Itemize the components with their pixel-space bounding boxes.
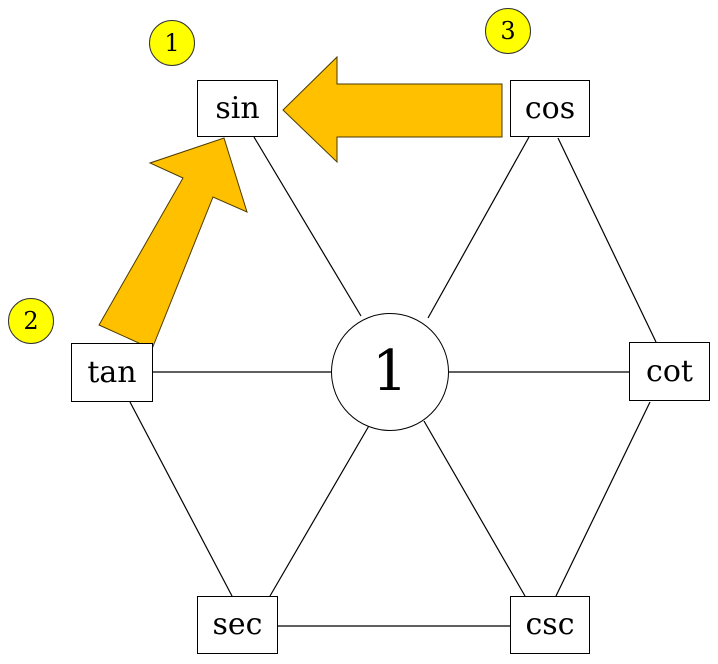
edge-tan-sec <box>129 401 233 597</box>
spoke-csc <box>423 420 526 597</box>
center-label: 1 <box>372 339 408 404</box>
edge-csc-cot <box>555 401 651 597</box>
step-badge-1-label: 1 <box>164 29 180 57</box>
spoke-sec <box>269 423 371 597</box>
node-cot: cot <box>629 342 710 401</box>
node-csc-label: csc <box>525 607 575 642</box>
center-one-circle: 1 <box>331 313 449 431</box>
node-tan: tan <box>71 343 153 402</box>
arrow-cos-to-sin <box>282 55 503 164</box>
node-sec: sec <box>197 596 278 654</box>
node-sin: sin <box>197 80 278 137</box>
spoke-sin <box>253 136 362 317</box>
node-sec-label: sec <box>212 607 263 642</box>
node-cot-label: cot <box>646 353 693 389</box>
step-badge-3-label: 3 <box>500 17 516 45</box>
spoke-cos <box>427 136 530 319</box>
node-sin-label: sin <box>215 90 260 126</box>
edge-cot-cos <box>557 137 657 343</box>
arrow-tan-to-sin <box>98 137 248 350</box>
node-tan-label: tan <box>87 354 137 390</box>
step-badge-2-label: 2 <box>23 307 39 335</box>
node-csc: csc <box>510 596 590 654</box>
step-badge-3: 3 <box>485 8 531 54</box>
step-badge-2: 2 <box>8 298 54 344</box>
step-badge-1: 1 <box>149 20 195 66</box>
node-cos: cos <box>510 80 590 137</box>
node-cos-label: cos <box>524 90 576 126</box>
